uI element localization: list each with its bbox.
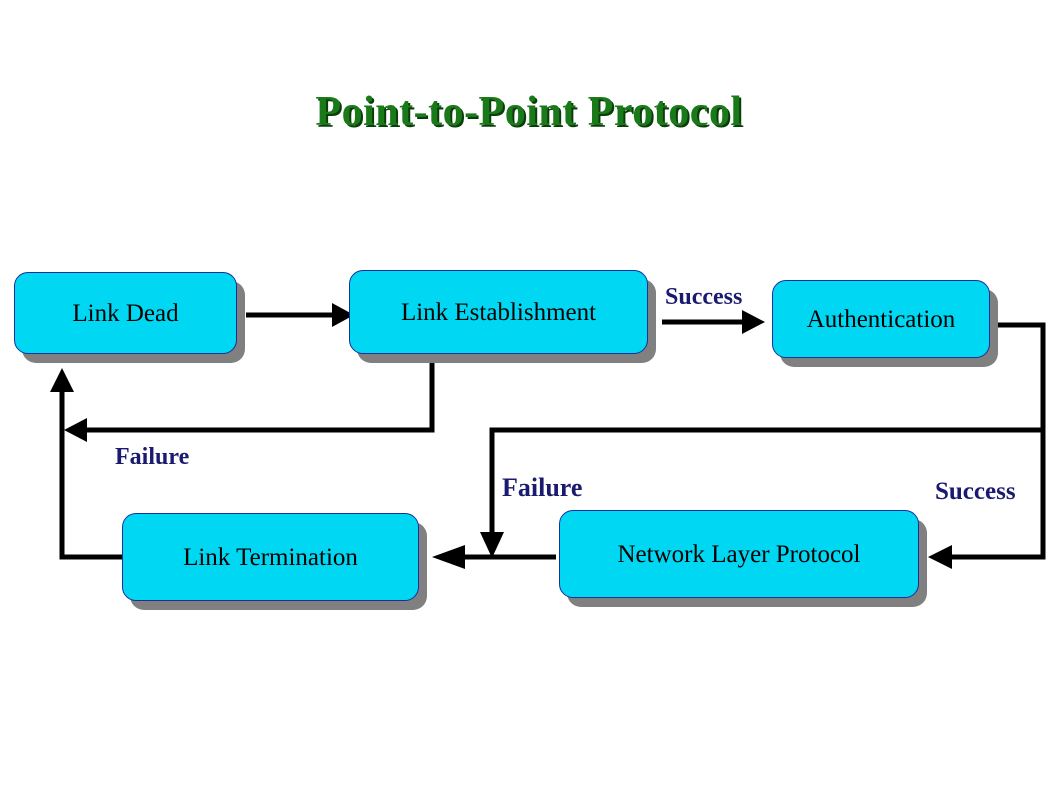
edge-establishment-failure-to-dead bbox=[64, 356, 435, 442]
edge-label-failure-left: Failure bbox=[115, 444, 190, 470]
node-network-layer-protocol[interactable]: Network Layer Protocol bbox=[559, 510, 919, 598]
edge-label-success-right: Success bbox=[935, 478, 1016, 505]
node-link-establishment[interactable]: Link Establishment bbox=[349, 270, 648, 354]
edge-label-success-top: Success bbox=[665, 284, 743, 310]
edge-authentication-success-to-network bbox=[928, 322, 1046, 569]
node-link-termination[interactable]: Link Termination bbox=[122, 513, 419, 601]
node-link-dead[interactable]: Link Dead bbox=[14, 272, 237, 354]
page-title: Point-to-Point Protocol bbox=[315, 89, 743, 135]
edge-dead-to-establishment bbox=[246, 303, 354, 327]
edge-establishment-to-authentication bbox=[662, 310, 765, 334]
edge-network-to-termination bbox=[432, 545, 556, 569]
edge-termination-to-dead bbox=[50, 368, 122, 560]
edge-label-failure-middle: Failure bbox=[502, 473, 583, 502]
node-authentication[interactable]: Authentication bbox=[772, 280, 990, 358]
